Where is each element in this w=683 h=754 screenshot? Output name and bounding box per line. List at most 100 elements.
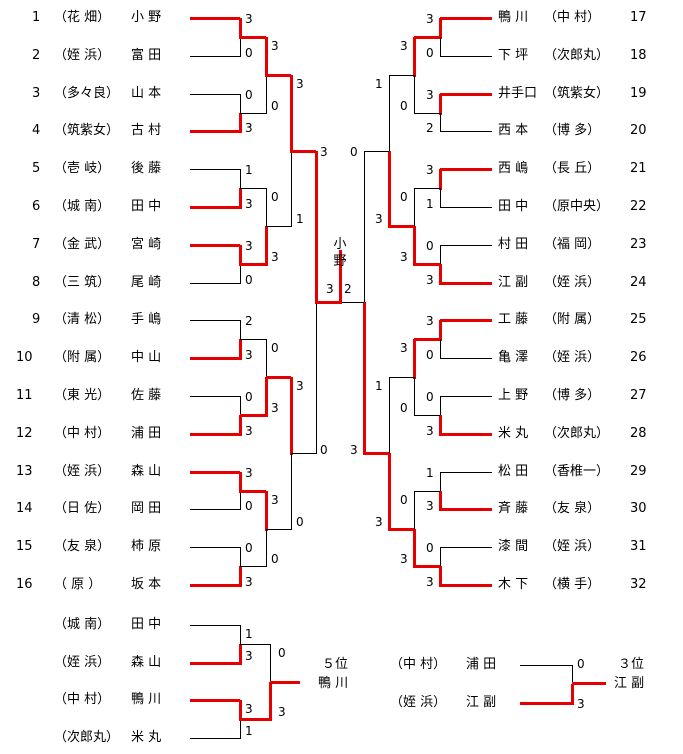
entry-name: 斉 藤 [498,501,529,516]
bracket-line [239,113,242,133]
bracket-line [240,396,241,416]
entry-school: （清 松） [54,312,111,327]
bracket-line [190,625,240,626]
entry-school: （香椎一） [544,464,610,479]
bracket-line [190,547,240,548]
bracket-line [414,263,440,266]
score-label: 3 [426,88,434,102]
bracket-line [414,491,440,492]
entry-school: （博 多） [544,388,601,403]
score-label: 0 [245,46,253,60]
entry-seed: 4 [32,123,41,138]
score-label: 0 [296,515,304,529]
score-label: 0 [245,541,253,555]
entry-name: 宮 崎 [131,237,162,252]
score-label: 3 [245,12,253,26]
bracket-line [440,56,492,57]
entry-name: 田 中 [131,617,162,632]
bracket-line [291,453,292,530]
bracket-line [440,584,492,587]
entry-school: （日 佐） [54,501,111,516]
entry-school: （姪 浜） [544,275,601,290]
bracket-line [240,263,266,266]
entry-name: 米 丸 [498,426,529,441]
score-label: 3 [271,250,279,264]
bracket-line [239,339,242,360]
entry-school: （三 筑） [54,275,111,290]
entry-seed: 13 [16,464,33,479]
score-label: 0 [271,552,279,566]
bracket-line [239,415,242,436]
score-label: 2 [344,282,352,296]
third-place-winner: 江 副 [614,676,645,691]
bracket-line [239,566,242,587]
bracket-line [439,264,442,285]
bracket-line [364,151,365,303]
score-label: 3 [426,499,434,513]
entry-seed: 17 [630,10,647,25]
bracket-line [439,415,442,436]
entry-school: （城 南） [54,617,111,632]
bracket-line [388,151,391,228]
entry-seed: 23 [630,237,647,252]
bracket-line [389,528,414,531]
entry-school: （中 村） [54,692,111,707]
bracket-line [440,396,441,416]
bracket-line [239,18,242,39]
bracket-line [239,472,242,493]
entry-school: （姪 浜） [544,350,601,365]
entry-name: 山 本 [131,86,162,101]
score-label: 3 [245,649,253,663]
fifth-place-winner: 鴨 川 [318,676,349,691]
bracket-line [239,245,242,266]
bracket-line [414,338,440,341]
score-label: 1 [426,197,434,211]
bracket-line [240,37,241,57]
score-label: 0 [400,401,408,415]
entry-name: 浦 田 [131,426,162,441]
entry-school: （姪 浜） [54,655,111,670]
third-place-label: ３位 [618,657,645,672]
entry-school: （姪 浜） [54,464,111,479]
score-label: 3 [245,348,253,362]
entry-school: （筑紫女） [544,86,610,101]
entry-seed: 2 [32,48,41,63]
entry-school: （次郎丸） [544,426,610,441]
score-label: 3 [426,163,434,177]
entry-seed: 12 [16,426,33,441]
bracket-line [316,302,317,454]
score-label: 3 [320,145,328,159]
bracket-line [240,625,241,645]
entry-seed: 3 [32,86,41,101]
score-label: 1 [245,627,253,641]
bracket-line [265,226,268,266]
bracket-line [291,150,316,153]
entry-seed: 9 [32,312,41,327]
bracket-line [440,396,492,397]
score-label: 0 [245,499,253,513]
entry-school: （原中央） [544,199,610,214]
score-label: 0 [400,190,408,204]
score-label: 0 [271,341,279,355]
entry-school: （中 村） [54,426,111,441]
entry-seed: 18 [630,48,647,63]
bracket-line [190,357,240,360]
entry-seed: 32 [630,577,647,592]
entry-seed: 5 [32,161,41,176]
bracket-line [190,738,240,739]
bracket-line [439,18,442,39]
bracket-line [440,433,492,436]
bracket-line [240,113,266,114]
entry-name: 森 山 [131,464,162,479]
entry-name: 柿 原 [131,539,162,554]
bracket-line [440,547,441,567]
entry-school: （長 丘） [544,161,601,176]
score-label: 0 [577,657,585,671]
entry-name: 鴨 川 [498,10,529,25]
score-label: 0 [426,390,434,404]
score-label: 3 [245,121,253,135]
bracket-line [440,168,492,171]
bracket-line [439,491,442,511]
bracket-line [190,471,240,474]
score-label: 0 [320,443,328,457]
